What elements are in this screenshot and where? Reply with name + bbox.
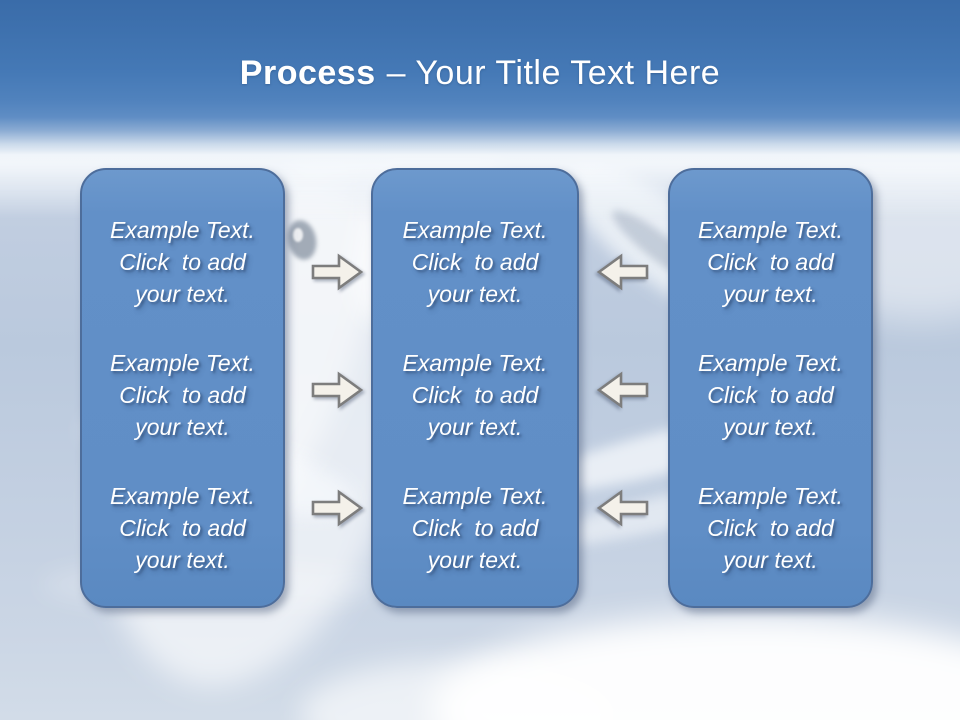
text-placeholder[interactable]: Example Text. Click to add your text.	[402, 350, 548, 440]
text-placeholder[interactable]: Example Text. Click to add your text.	[402, 217, 548, 307]
title-keyword: Process	[239, 54, 376, 92]
process-box-left[interactable]: Example Text. Click to add your text. Ex…	[80, 168, 285, 608]
arrow-left-icon	[596, 370, 650, 410]
text-placeholder[interactable]: Example Text. Click to add your text.	[110, 350, 255, 440]
arrow-right-icon	[310, 252, 364, 292]
title-subtitle: – Your Title Text Here	[386, 54, 721, 92]
text-placeholder[interactable]: Example Text. Click to add your text.	[698, 350, 843, 440]
text-placeholder[interactable]: Example Text. Click to add your text.	[698, 217, 843, 307]
slide-title[interactable]: Process – Your Title Text Here	[0, 52, 960, 94]
text-placeholder[interactable]: Example Text. Click to add your text.	[402, 483, 548, 573]
process-box-middle[interactable]: Example Text. Click to add your text. Ex…	[371, 168, 579, 608]
arrow-left-icon	[596, 252, 650, 292]
arrow-right-icon	[310, 370, 364, 410]
text-placeholder[interactable]: Example Text. Click to add your text.	[110, 217, 255, 307]
arrow-left-icon	[596, 488, 650, 528]
cloud-bottom-center	[300, 660, 620, 720]
airplane-engine-highlight	[293, 228, 303, 242]
process-box-right[interactable]: Example Text. Click to add your text. Ex…	[668, 168, 873, 608]
text-placeholder[interactable]: Example Text. Click to add your text.	[698, 483, 843, 573]
arrow-right-icon	[310, 488, 364, 528]
text-placeholder[interactable]: Example Text. Click to add your text.	[110, 483, 255, 573]
cloud-bottom-right	[430, 615, 960, 720]
